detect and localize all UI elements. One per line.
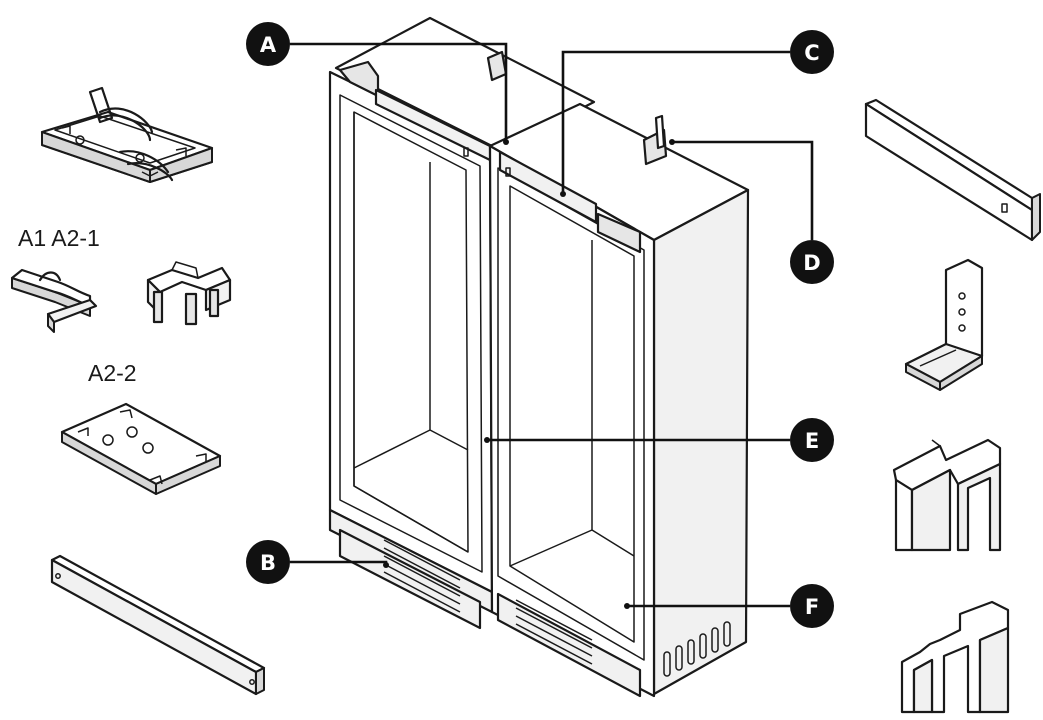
callout-b-letter: B	[260, 551, 276, 575]
part-label-a2-2: A2-2	[88, 360, 137, 386]
callout-e: E	[790, 418, 834, 462]
trim-panel-part	[864, 98, 1041, 242]
callout-e-letter: E	[805, 429, 819, 453]
part-label-a1-a2-1: A1 A2-1	[18, 225, 100, 251]
callout-d: D	[790, 240, 834, 284]
callout-f-letter: F	[805, 595, 819, 619]
callout-c-letter: C	[804, 41, 819, 65]
long-bar-part	[50, 554, 266, 696]
callout-b: B	[246, 540, 290, 584]
channel-profile-part-top	[892, 438, 1002, 552]
callout-f: F	[790, 584, 834, 628]
bracket-part-a2-1	[146, 261, 232, 326]
angle-bracket-part	[904, 258, 984, 391]
mounting-plate-part	[40, 86, 214, 183]
callout-d-letter: D	[803, 251, 820, 275]
cabinet-pair	[328, 16, 750, 698]
callout-a: A	[246, 22, 290, 66]
clip-part-a1	[10, 268, 98, 333]
callout-a-letter: A	[260, 33, 277, 57]
base-plate-a2-2	[60, 402, 222, 495]
callout-c: C	[790, 30, 834, 74]
channel-profile-part-bottom	[900, 600, 1010, 714]
leader-lines	[290, 42, 814, 608]
